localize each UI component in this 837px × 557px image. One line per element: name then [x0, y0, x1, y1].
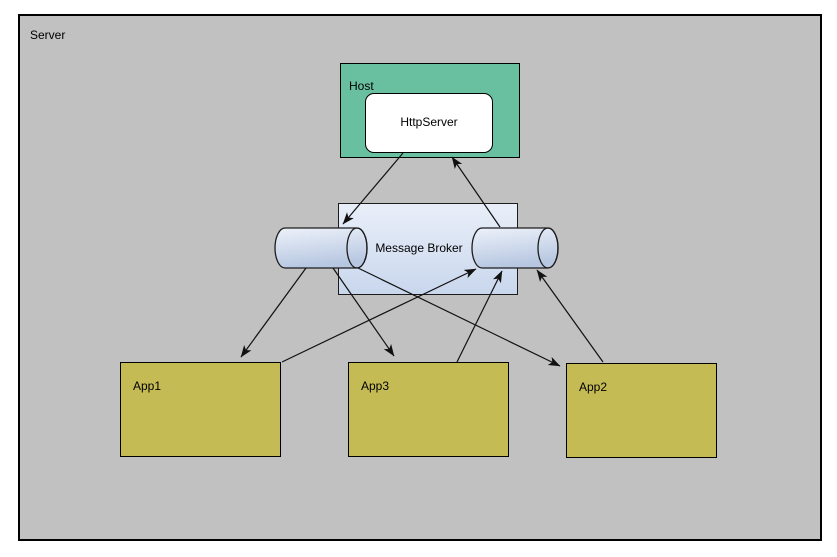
- message-broker-label: Message Broker: [375, 241, 463, 256]
- server-label: Server: [30, 28, 66, 42]
- node-app1: App1: [120, 362, 281, 457]
- app2-label: App2: [579, 380, 608, 394]
- app3-label: App3: [361, 379, 390, 393]
- app1-label: App1: [133, 379, 162, 393]
- node-message-broker: Message Broker: [338, 203, 518, 295]
- http-server-label: HttpServer: [400, 115, 458, 130]
- node-app2: App2: [566, 363, 717, 458]
- node-http-server: HttpServer: [365, 93, 493, 153]
- host-label: Host: [349, 79, 374, 93]
- node-app3: App3: [348, 362, 509, 457]
